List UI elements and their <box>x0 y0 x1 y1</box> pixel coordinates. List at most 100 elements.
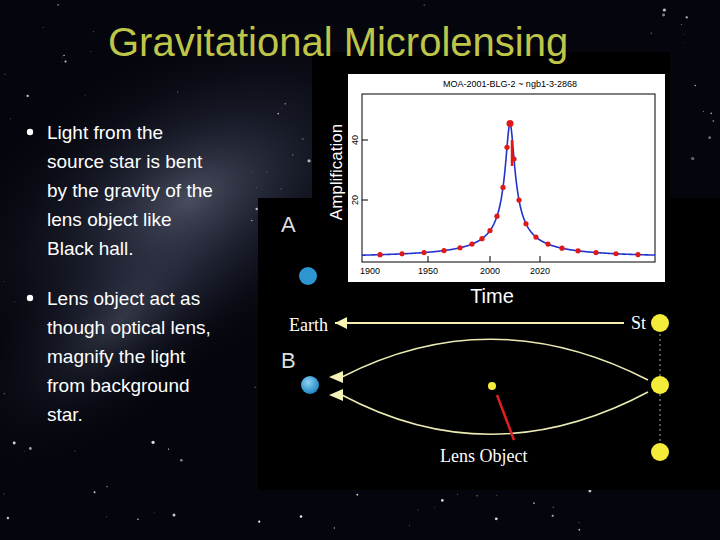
star-dot <box>60 61 62 63</box>
star-dot <box>13 441 16 444</box>
data-point <box>457 245 462 250</box>
star-dot <box>151 441 154 444</box>
light-path <box>342 339 648 380</box>
plot-area <box>348 74 665 282</box>
panel-letter: B <box>281 348 296 373</box>
plot-clip <box>362 120 655 257</box>
tick-label: 1900 <box>360 266 380 276</box>
star-dot <box>168 448 169 449</box>
star-dot <box>90 51 92 53</box>
body-circle <box>651 314 669 332</box>
star-dot <box>3 281 5 283</box>
star-symbol <box>651 443 669 461</box>
star-dot <box>297 170 299 172</box>
star-dot <box>691 157 694 160</box>
star-dot <box>137 519 139 521</box>
star-dot <box>495 517 498 520</box>
plot-title: MOA-2001-BLG-2 ~ ngb1-3-2868 <box>443 79 577 89</box>
star-dot <box>258 521 260 523</box>
leader-line <box>497 395 514 440</box>
star-dot <box>418 509 419 510</box>
star-dot <box>292 154 293 155</box>
star-node: St <box>627 308 674 338</box>
light-path <box>342 392 648 434</box>
star-dot <box>683 33 685 35</box>
earth-node: Earth <box>285 262 332 340</box>
tick-mark <box>428 256 429 262</box>
star-dot <box>251 220 252 221</box>
data-point <box>516 197 521 202</box>
data-point <box>575 248 580 253</box>
star-dot <box>651 33 652 34</box>
star-dot <box>578 521 580 523</box>
tick-mark <box>540 256 541 262</box>
connectors <box>335 323 624 324</box>
star-dot <box>251 171 253 173</box>
star-dot <box>180 459 183 462</box>
data-point <box>469 242 474 247</box>
star-dot <box>255 208 257 210</box>
star-dot <box>300 515 303 518</box>
body-symbol <box>650 313 670 333</box>
bullet-text: Light from the source star is bent by th… <box>47 118 223 263</box>
data-point <box>593 250 598 255</box>
star-dot <box>106 486 107 487</box>
star-dot <box>27 95 29 97</box>
star-dot <box>663 8 666 11</box>
star-dot <box>105 516 107 518</box>
star-dot <box>662 13 665 16</box>
tick-mark <box>490 256 491 262</box>
data-point <box>479 236 484 241</box>
star-dot <box>424 4 425 5</box>
data-point <box>399 251 404 256</box>
data-point <box>545 242 550 247</box>
star-dot <box>172 514 175 517</box>
light-curve <box>362 124 655 256</box>
data-point <box>421 250 426 255</box>
star-dot <box>682 42 684 44</box>
star-dot <box>281 107 283 109</box>
data-point <box>500 185 505 190</box>
tick-label: 20 <box>350 195 360 205</box>
star-dot <box>10 118 12 120</box>
star-dot <box>94 491 96 493</box>
tick-label: 2000 <box>480 266 500 276</box>
star-dot <box>29 447 32 450</box>
tick-mark <box>362 200 368 201</box>
star-dot <box>92 31 94 33</box>
star-dot <box>302 138 303 139</box>
star-dot <box>533 502 535 504</box>
body-circle <box>299 267 317 285</box>
star-dot <box>63 55 64 56</box>
tick-label: 2020 <box>530 266 550 276</box>
star-dot <box>255 186 257 188</box>
star-dot <box>553 506 554 507</box>
bullet-dot <box>27 295 33 301</box>
star-dot <box>267 171 268 172</box>
star-dot <box>308 159 311 162</box>
star-dot <box>23 450 25 452</box>
star-dot <box>7 517 9 519</box>
star-dot <box>74 450 76 452</box>
panel-letter: A <box>281 212 296 237</box>
star-dot <box>57 4 59 6</box>
data-point <box>487 228 492 233</box>
plot-frame <box>362 94 655 262</box>
star-dot <box>552 515 554 517</box>
star-dot <box>64 60 66 62</box>
star-dot <box>681 24 683 26</box>
data-point <box>507 120 514 127</box>
star-dot <box>277 113 279 115</box>
star-dot <box>177 91 178 92</box>
star-dot <box>408 524 410 526</box>
star-dot <box>4 493 5 494</box>
bullet-dot <box>27 129 33 135</box>
star-dot <box>712 120 714 122</box>
node-label: Earth <box>289 314 328 336</box>
star-symbol <box>651 376 669 394</box>
data-point <box>559 246 564 251</box>
data-point <box>441 248 446 253</box>
arrow-head <box>329 371 343 383</box>
lens-label: Lens Object <box>440 446 527 467</box>
